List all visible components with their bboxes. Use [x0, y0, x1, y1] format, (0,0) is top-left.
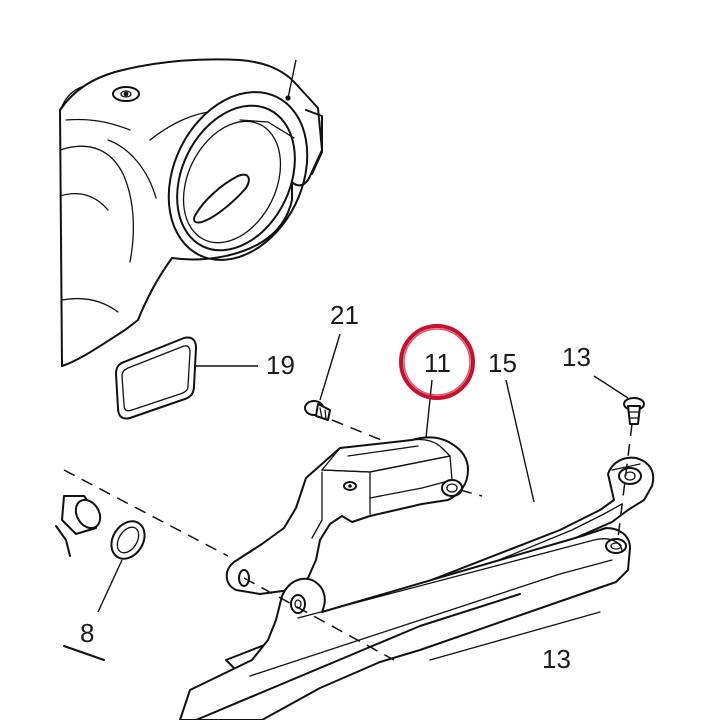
part-11-bracket — [225, 379, 483, 595]
part-15-arm — [179, 379, 655, 720]
callout-19: 19 — [266, 350, 295, 380]
callout-15: 15 — [488, 348, 517, 378]
highlight-ring — [399, 324, 475, 400]
part-19-pad — [115, 336, 258, 420]
highlight-ring-inner — [403, 328, 471, 396]
callout-21: 21 — [330, 300, 359, 330]
callout-13-top: 13 — [562, 342, 591, 372]
callout-11: 11 — [424, 348, 451, 378]
left-shaft-parts — [55, 469, 395, 661]
callout-8: 8 — [80, 618, 94, 648]
part-13-screw — [593, 375, 645, 425]
part-21-screw — [304, 333, 397, 447]
upper-housing — [59, 58, 323, 367]
callout-13-bottom: 13 — [542, 644, 571, 674]
